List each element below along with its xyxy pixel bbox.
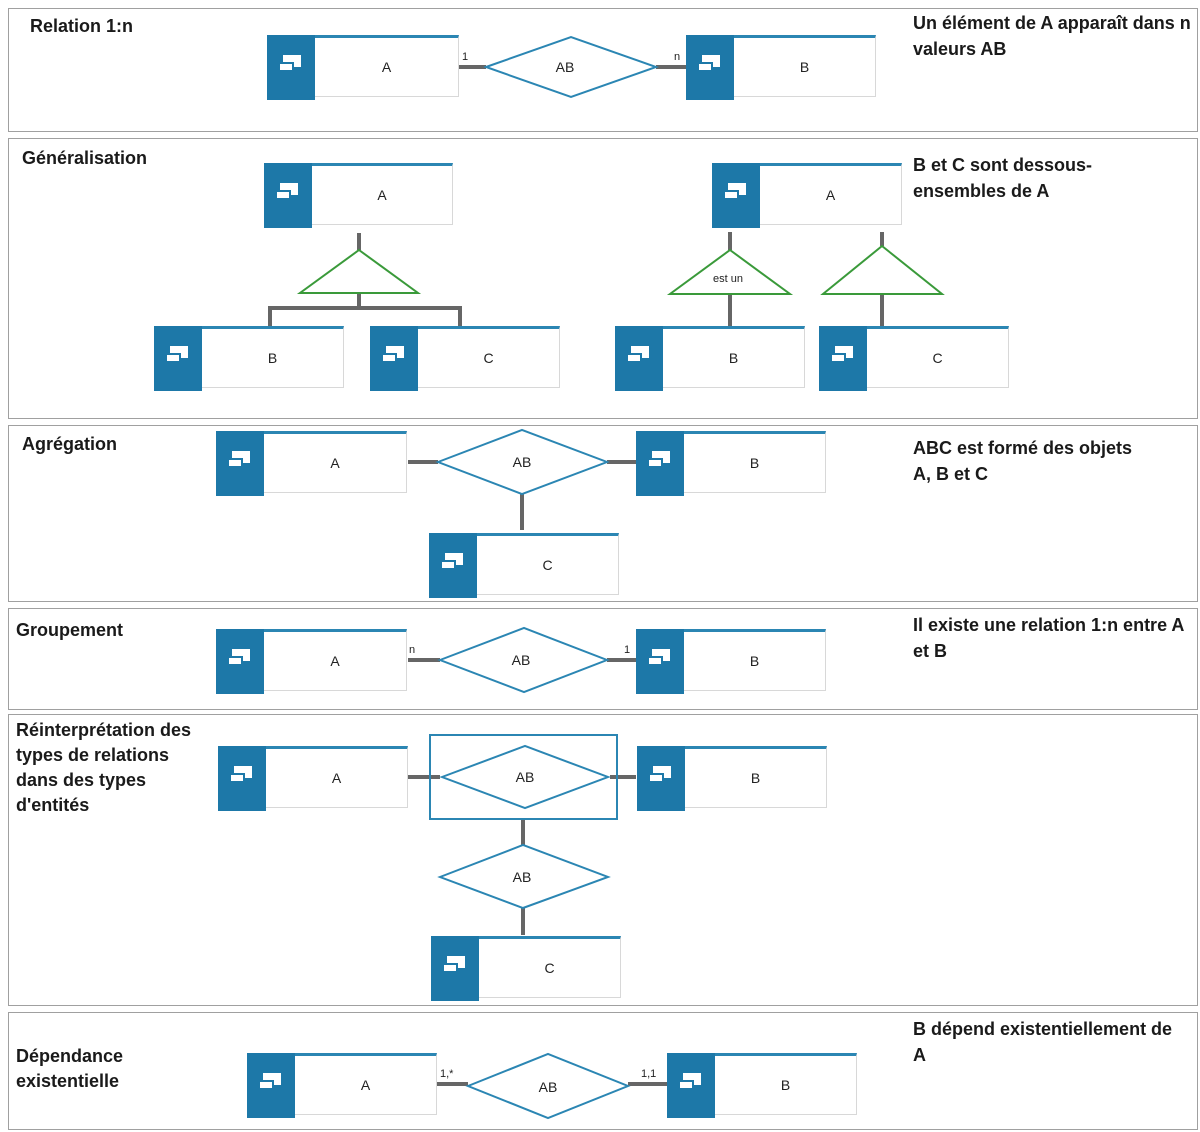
section-title: Dépendance existentielle — [16, 1046, 124, 1091]
generalisation-triangle — [296, 248, 422, 294]
entity-icon — [636, 629, 684, 694]
entity-icon — [216, 431, 264, 496]
entity-icon — [431, 936, 479, 1001]
entity-box: C — [431, 936, 621, 1001]
section-title: Généralisation — [22, 148, 148, 168]
entity-label: B — [750, 770, 761, 786]
entity-icon — [819, 326, 867, 391]
entity-label: B — [749, 455, 760, 471]
entity-label: A — [825, 187, 836, 203]
entity-box: A — [264, 163, 453, 228]
entity-label: A — [330, 455, 340, 471]
generalisation-triangle — [820, 244, 945, 295]
entity-box: A — [216, 431, 407, 496]
relation-diamond — [465, 1052, 631, 1120]
entity-label: A — [331, 770, 342, 786]
relation-diamond — [437, 626, 610, 694]
entity-icon — [267, 35, 315, 100]
entity-label: C — [483, 350, 494, 366]
cardinality-label: n — [409, 644, 415, 656]
entity-box: A — [712, 163, 902, 228]
cardinality-label: 1,1 — [641, 1068, 656, 1080]
relation-label: AB — [556, 59, 575, 75]
relation-diamond — [439, 744, 611, 810]
relation-label: AB — [516, 769, 535, 785]
entity-box: B — [636, 431, 826, 496]
entity-box: C — [429, 533, 619, 598]
entity-label: A — [381, 59, 392, 75]
reinterpreted-entity-frame — [429, 734, 618, 820]
entity-icon — [154, 326, 202, 391]
entity-box: B — [637, 746, 827, 811]
entity-icon — [667, 1053, 715, 1118]
cardinality-label: n — [674, 51, 680, 63]
section-description: ABC est formé des objets A, B et C — [913, 438, 1133, 484]
panel-generalisation — [8, 138, 1198, 419]
panel-agregation — [8, 425, 1198, 602]
section-description: B et C sont dessous- ensembles de A — [913, 155, 1093, 201]
panel-groupement — [8, 608, 1198, 710]
entity-icon — [216, 629, 264, 694]
panel-dependance — [8, 1012, 1198, 1130]
relation-label: AB — [513, 454, 532, 470]
cardinality-label: 1 — [462, 51, 468, 63]
entity-box: A — [267, 35, 459, 100]
generalisation-triangle — [666, 248, 794, 295]
entity-box: A — [247, 1053, 437, 1118]
entity-label: B — [780, 1077, 791, 1093]
section-description: Il existe une relation 1:n entre A et B — [913, 615, 1184, 661]
relation-label: AB — [539, 1079, 558, 1095]
entity-label: A — [377, 187, 387, 203]
entity-box: B — [686, 35, 876, 100]
relation-diamond — [437, 843, 611, 910]
entity-box: B — [154, 326, 344, 391]
panel-reinterpretation — [8, 714, 1198, 1006]
entity-box: B — [636, 629, 826, 694]
section-title: Agrégation — [22, 434, 118, 454]
entity-box: A — [216, 629, 407, 694]
relation-diamond — [482, 35, 660, 99]
section-title: Groupement — [16, 620, 124, 640]
entity-label: A — [360, 1077, 371, 1093]
entity-label: B — [728, 350, 739, 366]
entity-label: B — [267, 350, 278, 366]
section-title: Relation 1:n — [30, 16, 134, 36]
entity-box: C — [819, 326, 1009, 391]
entity-label: B — [799, 59, 810, 75]
entity-box: B — [667, 1053, 857, 1118]
entity-box: B — [615, 326, 805, 391]
isa-label: est un — [713, 273, 743, 285]
entity-icon — [264, 163, 312, 228]
section-description: Un élément de A apparaît dans n valeurs … — [913, 13, 1191, 59]
entity-icon — [636, 431, 684, 496]
relation-diamond — [435, 428, 610, 496]
cardinality-label: 1 — [624, 644, 630, 656]
entity-icon — [218, 746, 266, 811]
entity-label: C — [932, 350, 943, 366]
entity-icon — [247, 1053, 295, 1118]
relation-label: AB — [513, 869, 532, 885]
panel-relation-1n — [8, 8, 1198, 132]
entity-label: B — [749, 653, 760, 669]
entity-icon — [615, 326, 663, 391]
section-title: Réinterprétation des types de relations … — [16, 720, 192, 815]
entity-icon — [712, 163, 760, 228]
cardinality-label: 1,* — [440, 1068, 454, 1080]
relation-label: AB — [512, 652, 531, 668]
entity-label: C — [544, 960, 555, 976]
entity-label: C — [542, 557, 553, 573]
entity-icon — [429, 533, 477, 598]
entity-icon — [637, 746, 685, 811]
entity-label: A — [330, 653, 340, 669]
section-description: B dépend existentiellement de A — [913, 1019, 1173, 1065]
entity-icon — [686, 35, 734, 100]
entity-box: A — [218, 746, 408, 811]
entity-icon — [370, 326, 418, 391]
entity-box: C — [370, 326, 560, 391]
